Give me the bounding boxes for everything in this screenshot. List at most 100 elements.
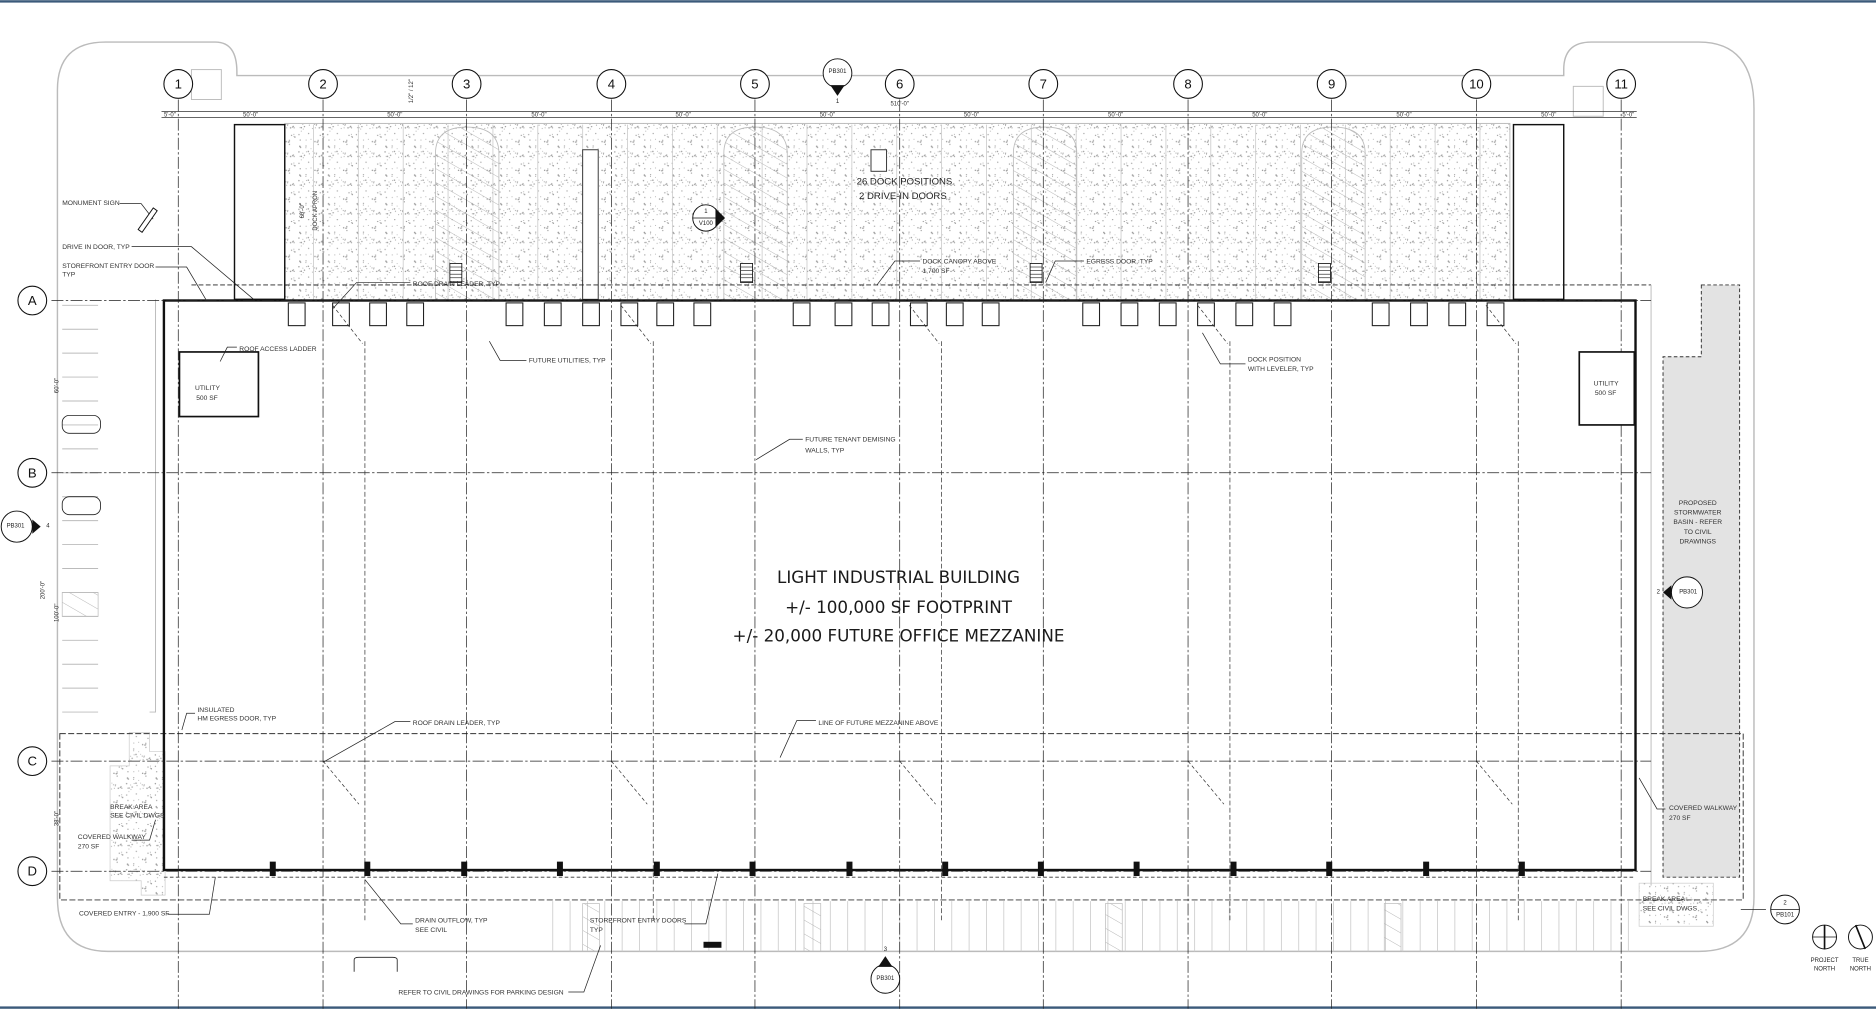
true-north-arrow: TRUE NORTH bbox=[1848, 924, 1873, 972]
dock-position bbox=[1371, 302, 1390, 327]
section-sheet: PB301 bbox=[7, 524, 26, 530]
section-sheet: PB301 bbox=[1679, 589, 1698, 595]
accessible-aisle bbox=[61, 592, 99, 617]
dock-position bbox=[792, 302, 811, 327]
note-dock-canopy: DOCK CANOPY ABOVE bbox=[922, 258, 996, 265]
row-bubble bbox=[17, 457, 48, 488]
note-stormwater: PROPOSED STORMWATER BASIN - REFER TO CIV… bbox=[1673, 500, 1722, 545]
column-label: 10 bbox=[1469, 76, 1484, 91]
dumpster-enclosure bbox=[353, 956, 398, 972]
dimension-labels: 50'-0"50'-0"50'-0"50'-0"50'-0"50'-0"50'-… bbox=[164, 112, 1634, 118]
drive-in-door-ramp-left bbox=[233, 123, 286, 301]
note-stormwater-line: BASIN - REFER bbox=[1673, 519, 1722, 526]
column-label: 7 bbox=[1040, 76, 1047, 91]
section-num: 2 bbox=[1657, 589, 1661, 595]
dock-position bbox=[505, 302, 524, 327]
note-stormwater-line: STORMWATER bbox=[1674, 510, 1722, 517]
structural-grid bbox=[51, 99, 1652, 1009]
note-stormwater-line: DRAWINGS bbox=[1679, 538, 1716, 545]
building-footprint: +/- 100,000 SF FOOTPRINT bbox=[785, 597, 1013, 617]
egress-stair bbox=[1029, 263, 1043, 283]
dock-position bbox=[693, 302, 712, 327]
dock-position bbox=[909, 302, 928, 327]
note-drive-in-door: DRIVE IN DOOR, TYP bbox=[62, 244, 130, 251]
column-label: 1 bbox=[175, 76, 182, 91]
detail-num: 1 bbox=[704, 209, 708, 215]
storefront-pier bbox=[1133, 861, 1140, 876]
roof-drain-leader bbox=[1485, 305, 1517, 344]
no-parking-hatches bbox=[435, 126, 1366, 300]
note-covered-walkway-right-2: 270 SF bbox=[1669, 815, 1691, 822]
transformer-pad bbox=[703, 941, 722, 948]
true-north-label: NORTH bbox=[1850, 966, 1871, 972]
dock-summary-positions: 26 DOCK POSITIONS bbox=[857, 176, 953, 187]
project-north-label: PROJECT bbox=[1811, 958, 1839, 964]
left-dim-60: 60'-0" bbox=[55, 378, 61, 393]
section-marker-left[interactable]: PB301 4 bbox=[0, 510, 50, 543]
note-break-area-right-1: BREAK AREA bbox=[1643, 896, 1686, 903]
detail-marker[interactable]: 1 V100 bbox=[692, 204, 726, 232]
parking-bottom bbox=[353, 901, 1629, 972]
section-sheet: PB301 bbox=[829, 69, 848, 75]
elevation-marker[interactable]: 2 PB101 bbox=[1770, 894, 1800, 925]
storefront-pier bbox=[1230, 861, 1237, 876]
note-break-area-right-2: SEE CIVIL DWGS bbox=[1643, 906, 1698, 913]
row-label: D bbox=[28, 864, 38, 879]
bay-dimension: 50'-0" bbox=[387, 112, 402, 118]
roof-drain-leader bbox=[1197, 305, 1228, 344]
section-marker-top[interactable]: PB301 1 bbox=[822, 58, 853, 105]
column-label: 5 bbox=[751, 76, 758, 91]
note-dock-position-1: DOCK POSITION bbox=[1248, 357, 1301, 364]
bay-dimension: 50'-0" bbox=[1108, 112, 1123, 118]
utility-left-name: UTILITY bbox=[195, 385, 220, 392]
roof-drain-leader bbox=[899, 760, 936, 805]
bay-dimension: 50'-0" bbox=[1252, 112, 1267, 118]
bay-dimension: 50'-0" bbox=[243, 112, 258, 118]
note-covered-entry: COVERED ENTRY - 1,900 SF bbox=[79, 910, 169, 917]
note-storefront-doors-2: TYP bbox=[590, 927, 604, 934]
dock-position bbox=[1448, 302, 1467, 327]
dock-position bbox=[620, 302, 639, 327]
column-bubble bbox=[1461, 69, 1492, 99]
roof-drain-leader bbox=[1187, 760, 1225, 805]
end-bay-dimension: 5'-0" bbox=[1622, 112, 1634, 118]
dock-position bbox=[1120, 302, 1139, 327]
column-label: 9 bbox=[1328, 76, 1335, 91]
project-north-arrow: PROJECT NORTH bbox=[1811, 924, 1839, 972]
storefront-pier bbox=[461, 861, 468, 876]
bollard-pad bbox=[582, 149, 599, 300]
section-marker-right[interactable]: PB301 2 bbox=[1657, 576, 1703, 609]
dock-positions bbox=[287, 302, 1505, 327]
true-north-label: TRUE bbox=[1852, 958, 1868, 964]
note-storefront-entry-door-typ: TYP bbox=[62, 272, 76, 279]
section-marker-bottom[interactable]: PB301 3 bbox=[870, 947, 901, 994]
note-covered-walkway-right-1: COVERED WALKWAY bbox=[1669, 805, 1738, 812]
dock-position bbox=[656, 302, 675, 327]
accessible-aisle bbox=[582, 903, 600, 952]
note-covered-walkway-left-2: 270 SF bbox=[78, 843, 100, 850]
dock-position bbox=[369, 302, 387, 327]
stair-outline bbox=[740, 263, 753, 283]
note-stormwater-line: TO CIVIL bbox=[1684, 529, 1712, 536]
stormwater-basin bbox=[1662, 284, 1741, 878]
section-num: 3 bbox=[884, 947, 888, 953]
row-bubble bbox=[17, 285, 48, 316]
column-label: 8 bbox=[1184, 76, 1191, 91]
monument-pad-left bbox=[190, 69, 222, 100]
dock-position bbox=[582, 302, 600, 327]
note-mezzanine-line: LINE OF FUTURE MEZZANINE ABOVE bbox=[818, 720, 939, 727]
slope-label: 1/2" / 12" bbox=[409, 79, 415, 103]
accessible-aisle bbox=[1105, 903, 1123, 952]
storefront-pier bbox=[556, 861, 563, 876]
future-mezzanine-outline bbox=[59, 733, 1744, 901]
elevation-sheet: PB101 bbox=[1776, 912, 1795, 918]
storefront-pier bbox=[269, 861, 276, 876]
dock-position bbox=[1197, 302, 1215, 327]
dock-position bbox=[1235, 302, 1254, 327]
dock-position bbox=[1486, 302, 1505, 327]
column-bubble bbox=[1606, 69, 1637, 99]
bollard-pad bbox=[870, 149, 888, 172]
